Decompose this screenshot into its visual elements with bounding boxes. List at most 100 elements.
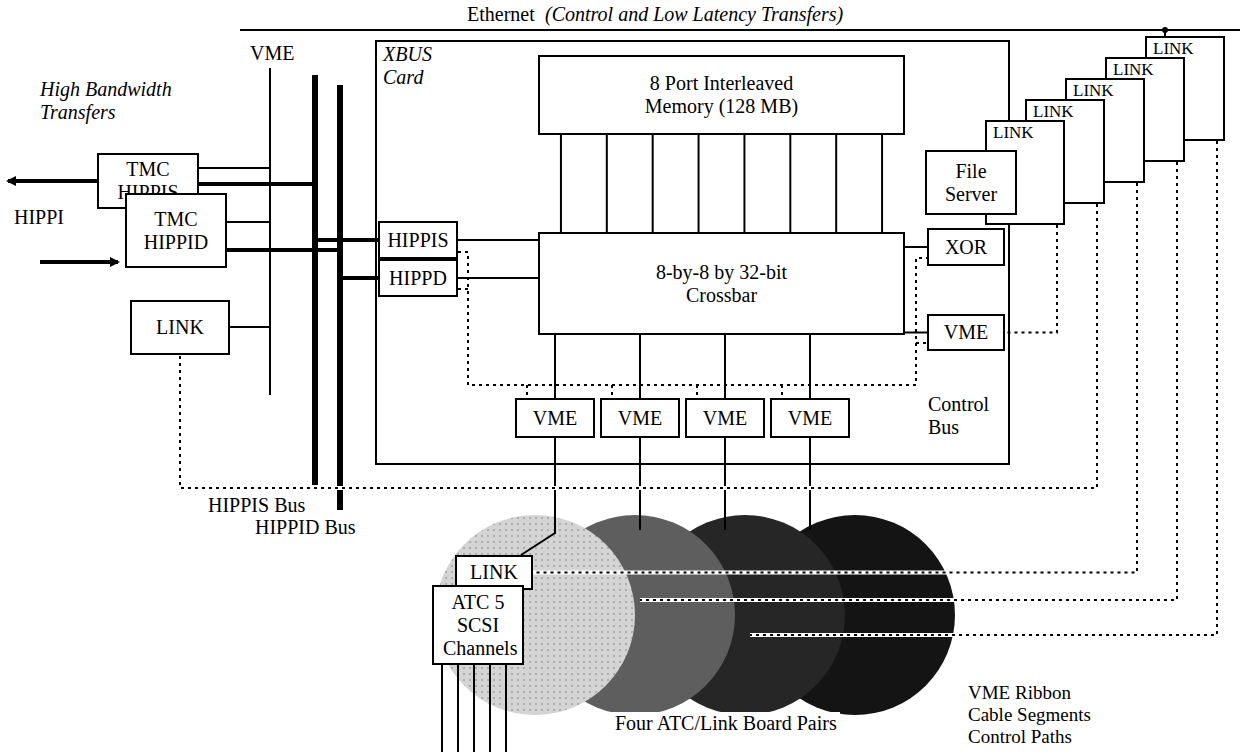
box-label: LINK xyxy=(1113,60,1154,80)
box-label: XOR xyxy=(945,236,987,259)
box-label: File Server xyxy=(931,160,1011,206)
box-label: XBUS Card xyxy=(383,43,443,89)
connector-group xyxy=(640,335,641,398)
component-box: VME xyxy=(685,398,765,438)
vme-bus xyxy=(269,68,271,395)
box-label: HIPPIS xyxy=(387,229,448,252)
annotation: VME Ribbon Cable Segments Control Paths xyxy=(968,682,1103,748)
annotation: Four ATC/Link Board Pairs xyxy=(612,712,840,735)
box-label: 8 Port Interleaved Memory (128 MB) xyxy=(627,72,817,118)
control-path xyxy=(1005,225,1057,333)
box-label: LINK xyxy=(1033,102,1074,122)
scsi-channel xyxy=(473,665,475,752)
component-box: VME xyxy=(770,398,850,438)
scsi-channel xyxy=(457,665,459,752)
bus-tap xyxy=(225,248,340,252)
data-path xyxy=(835,135,837,232)
component-box: 8 Port Interleaved Memory (128 MB) xyxy=(538,55,905,135)
hippi-in-arrow xyxy=(40,260,118,264)
connector-group xyxy=(1005,225,1057,333)
annotation: HIPPIS Bus xyxy=(205,494,308,517)
control-bus xyxy=(458,252,927,398)
box-label: LINK xyxy=(1073,81,1114,101)
component-box: TMC HIPPID xyxy=(125,193,227,268)
annotation: HIPPID Bus xyxy=(252,516,359,539)
control-path xyxy=(533,183,1137,573)
connector-group xyxy=(790,135,791,232)
hippi-out-arrow xyxy=(8,179,97,183)
connector-group xyxy=(905,332,927,333)
connector-halo xyxy=(1005,225,1057,333)
connector-group xyxy=(836,135,837,232)
data-path xyxy=(554,335,556,398)
bus-tap xyxy=(225,221,270,223)
control-path xyxy=(640,141,1217,635)
bus-tap xyxy=(230,326,270,328)
connector-group xyxy=(744,135,745,232)
data-path xyxy=(652,135,654,232)
connector-group xyxy=(521,438,555,555)
data-path xyxy=(521,438,555,555)
vme-cable xyxy=(639,438,641,530)
box-label: LINK xyxy=(156,316,204,339)
connector-halo xyxy=(533,183,1137,573)
data-path xyxy=(905,332,927,334)
component-box: HIPPIS xyxy=(378,221,458,259)
component-box: HIPPD xyxy=(378,259,458,297)
connector-group xyxy=(458,240,538,241)
control-path xyxy=(180,204,1097,488)
connector-halo xyxy=(180,204,1097,488)
data-path xyxy=(789,135,791,232)
box-label: TMC HIPPID xyxy=(131,208,221,254)
box-label: VME xyxy=(788,407,832,430)
data-path xyxy=(698,135,700,232)
connector-group xyxy=(458,278,538,279)
component-box: LINK xyxy=(130,300,230,355)
annotation: VME xyxy=(250,42,294,65)
connector-group xyxy=(180,204,1097,488)
bus-tap xyxy=(197,182,315,186)
annotation: (Control and Low Latency Transfers) xyxy=(545,3,843,26)
data-path xyxy=(639,335,641,398)
component-box: XOR xyxy=(927,228,1005,266)
connector-group xyxy=(555,335,556,398)
box-label: VME xyxy=(533,407,577,430)
bus-tap xyxy=(197,167,270,169)
box-label: ATC 5 SCSI Channels xyxy=(443,591,513,660)
connector-group xyxy=(905,247,927,248)
box-label: VME xyxy=(944,321,988,344)
data-path xyxy=(724,335,726,398)
data-path xyxy=(606,135,608,232)
connector-group xyxy=(533,183,1137,573)
connector-group xyxy=(698,135,699,232)
box-label: LINK xyxy=(993,123,1034,143)
component-box: VME xyxy=(515,398,595,438)
component-box: File Server xyxy=(925,150,1017,215)
connector-group xyxy=(606,135,607,232)
ethernet-line xyxy=(240,29,1240,31)
vme-cable xyxy=(724,438,726,530)
data-path xyxy=(809,335,811,398)
data-path xyxy=(881,135,883,232)
box-label: LINK xyxy=(1153,39,1194,59)
bus-tap xyxy=(340,276,378,280)
component-box: 8-by-8 by 32-bit Crossbar xyxy=(538,232,905,335)
data-path xyxy=(743,135,745,232)
data-path xyxy=(905,246,927,248)
control-path-halo xyxy=(640,141,1217,635)
data-path xyxy=(458,239,538,241)
annotation: High Bandwidth Transfers xyxy=(40,78,190,124)
data-path xyxy=(458,277,538,279)
box-label: VME xyxy=(618,407,662,430)
hippid-bus xyxy=(337,85,343,510)
connector-group xyxy=(652,135,653,232)
box-label: 8-by-8 by 32-bit Crossbar xyxy=(637,261,807,307)
connector-group xyxy=(725,335,726,398)
connector-group xyxy=(882,135,883,232)
component-box: VME xyxy=(927,314,1005,351)
bus-tap xyxy=(315,238,378,242)
box-label: LINK xyxy=(470,561,518,584)
data-path xyxy=(560,135,562,232)
component-box: XBUS Card 8 Port Interleaved Memory (128 … xyxy=(375,40,1010,465)
